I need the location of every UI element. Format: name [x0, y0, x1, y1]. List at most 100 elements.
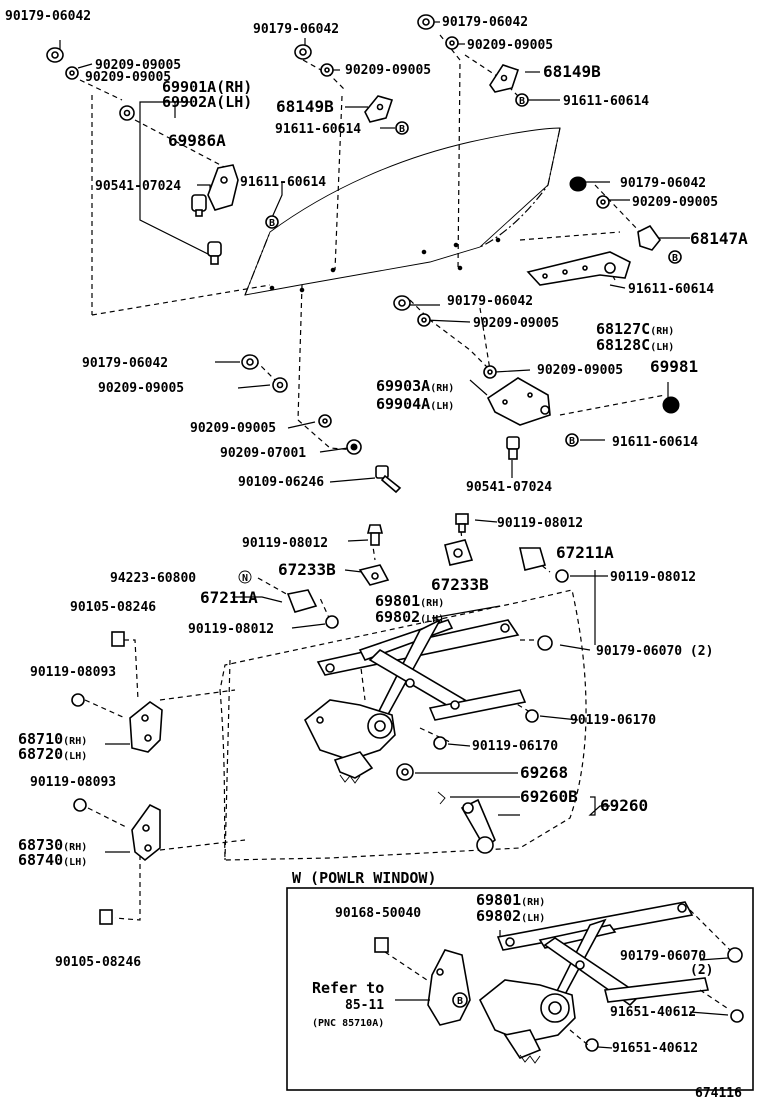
- label-90119-06170: 90119-06170: [570, 713, 656, 728]
- label-68720: 68720(LH): [18, 745, 87, 763]
- svg-text:B: B: [672, 253, 678, 264]
- cushion-icon: [241, 354, 259, 370]
- power-window-motor-icon: B: [427, 949, 471, 1026]
- label-90109-06246: 90109-06246: [238, 475, 324, 490]
- glass-lower-edge: [244, 231, 271, 296]
- label-69260: 69260: [600, 796, 648, 815]
- label-90179-06042: 90179-06042: [442, 15, 528, 30]
- bracket-icon: [518, 547, 547, 571]
- label-68147A: 68147A: [690, 229, 748, 248]
- label-69981: 69981: [650, 357, 698, 376]
- label-90209-09005: 90209-09005: [473, 316, 559, 331]
- middle-leaders: [105, 519, 610, 853]
- window-regulator-bracket-icon: [131, 803, 161, 862]
- label-69903A: 69903A(RH): [376, 377, 454, 395]
- stopper-icon: [637, 224, 662, 251]
- svg-text:B: B: [457, 996, 463, 1007]
- label-90168-50040: 90168-50040: [335, 906, 421, 921]
- bolt-b-icon: B: [515, 93, 529, 107]
- label-68149B: 68149B: [276, 97, 334, 116]
- regulator-icon: [303, 618, 527, 784]
- cushion-dark-icon: [662, 396, 680, 414]
- svg-text:B: B: [399, 124, 405, 135]
- label-90209-09005: 90209-09005: [98, 381, 184, 396]
- bolt-icon: [375, 465, 402, 494]
- label-91611-60614: 91611-60614: [240, 175, 326, 190]
- washer-icon: [119, 105, 135, 121]
- glass-rear-edge: [479, 127, 561, 248]
- bolt-icon: [433, 736, 447, 750]
- label-qty-2: (2): [690, 963, 713, 978]
- cushion-dark-icon: [569, 176, 587, 192]
- label-68149B: 68149B: [543, 62, 601, 81]
- label-68127C: 68127C(RH): [596, 320, 674, 338]
- label-68740: 68740(LH): [18, 851, 87, 869]
- label-69802-w: 69802(LH): [476, 907, 545, 925]
- inset-frame: [286, 887, 754, 1091]
- washer-icon: [320, 63, 334, 77]
- label-69268: 69268: [520, 763, 568, 782]
- channel-bracket-icon: [207, 164, 239, 211]
- label-67211A: 67211A: [556, 543, 614, 562]
- bolt-icon: [207, 241, 222, 265]
- label-69904A: 69904A(LH): [376, 395, 454, 413]
- label-90209-09005: 90209-09005: [467, 38, 553, 53]
- label-91611-60614: 91611-60614: [563, 94, 649, 109]
- washer-icon: [445, 36, 459, 50]
- door-glass-outline: [244, 127, 561, 296]
- label-90179-06070: 90179-06070 (2): [596, 644, 713, 659]
- refer-to-label: Refer to: [312, 979, 384, 997]
- nut-icon: N: [238, 570, 252, 584]
- label-90209-09005: 90209-09005: [85, 70, 171, 85]
- label-90209-09005: 90209-09005: [95, 58, 181, 73]
- bolt-icon: [555, 569, 569, 583]
- bolt-icon: [71, 693, 85, 707]
- bolt-b-icon: B: [395, 121, 409, 135]
- cushion-icon: [727, 947, 743, 963]
- label-68128C: 68128C(LH): [596, 336, 674, 354]
- washer-icon: [483, 365, 497, 379]
- bolt-icon: [525, 709, 539, 723]
- bolt-icon: [325, 615, 339, 629]
- washer-icon: [65, 66, 79, 80]
- label-90119-08012: 90119-08012: [610, 570, 696, 585]
- label-90179-06042: 90179-06042: [620, 176, 706, 191]
- label-90209-09005: 90209-09005: [190, 421, 276, 436]
- label-91651-40612: 91651-40612: [610, 1005, 696, 1020]
- refer-number: 85-11: [345, 998, 384, 1013]
- upper-labels: 90179-06042 90209-09005 90209-09005 6990…: [5, 9, 748, 495]
- label-68710: 68710(RH): [18, 730, 87, 748]
- stopper-bracket-icon: [489, 64, 520, 93]
- label-90119-08012: 90119-08012: [497, 516, 583, 531]
- label-94223-60800: 94223-60800: [110, 571, 196, 586]
- label-90119-08093: 90119-08093: [30, 775, 116, 790]
- bolt-icon: [191, 194, 207, 217]
- label-69801: 69801(RH): [375, 592, 444, 610]
- power-window-inset: W (POWLR WINDOW) B: [286, 869, 754, 1091]
- cushion-icon: [46, 47, 64, 63]
- bolt-icon: [73, 798, 87, 812]
- label-90119-06170: 90119-06170: [472, 739, 558, 754]
- svg-text:N: N: [242, 573, 248, 584]
- label-69902A: 69902A(LH): [162, 93, 252, 111]
- door-panel-outline: [219, 589, 587, 861]
- inset-title: W (POWLR WINDOW): [292, 869, 437, 887]
- label-90209-09005: 90209-09005: [537, 363, 623, 378]
- label-69901A: 69901A(RH): [162, 78, 252, 96]
- bolt-icon: [730, 1009, 744, 1023]
- label-90119-08093: 90119-08093: [30, 665, 116, 680]
- label-90209-09005: 90209-09005: [632, 195, 718, 210]
- bolt-icon: [366, 524, 384, 546]
- label-67233B: 67233B: [278, 560, 336, 579]
- svg-text:B: B: [269, 218, 275, 229]
- bolt-b-icon: B: [668, 250, 682, 264]
- label-90179-06042: 90179-06042: [253, 22, 339, 37]
- cushion-icon: [393, 295, 411, 311]
- label-91611-60614: 91611-60614: [612, 435, 698, 450]
- power-regulator-icon: [478, 901, 709, 1064]
- label-90105-08246: 90105-08246: [70, 600, 156, 615]
- label-90541-07024: 90541-07024: [95, 179, 181, 194]
- channel-bracket-icon: [486, 377, 551, 426]
- washer-icon: [318, 414, 332, 428]
- label-90119-08012: 90119-08012: [188, 622, 274, 637]
